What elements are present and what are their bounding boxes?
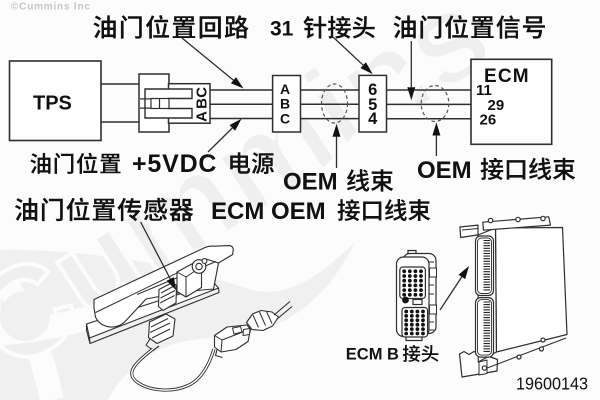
- svg-text:©Cummins Inc: ©Cummins Inc: [11, 2, 91, 13]
- svg-text:29: 29: [488, 97, 505, 114]
- svg-text:26: 26: [480, 111, 497, 128]
- svg-text:ECM: ECM: [484, 66, 530, 87]
- svg-text:5: 5: [368, 96, 377, 114]
- svg-text:11: 11: [476, 82, 492, 99]
- svg-text:C: C: [280, 111, 290, 127]
- svg-text:A: A: [280, 81, 290, 97]
- svg-text:OEM: OEM: [283, 169, 338, 196]
- svg-text:19600143: 19600143: [516, 374, 588, 394]
- svg-text:+5VDC: +5VDC: [132, 150, 217, 178]
- svg-text:6: 6: [368, 81, 377, 99]
- svg-text:ECM B: ECM B: [346, 346, 399, 364]
- svg-text:TPS: TPS: [33, 93, 72, 115]
- svg-text:31: 31: [270, 18, 294, 41]
- svg-text:OEM: OEM: [417, 157, 472, 184]
- svg-text:B: B: [194, 98, 211, 109]
- svg-text:4: 4: [368, 110, 378, 128]
- svg-text:ECM OEM: ECM OEM: [211, 198, 326, 225]
- svg-text:C: C: [194, 87, 211, 98]
- svg-text:A: A: [194, 111, 211, 122]
- svg-text:B: B: [280, 95, 290, 111]
